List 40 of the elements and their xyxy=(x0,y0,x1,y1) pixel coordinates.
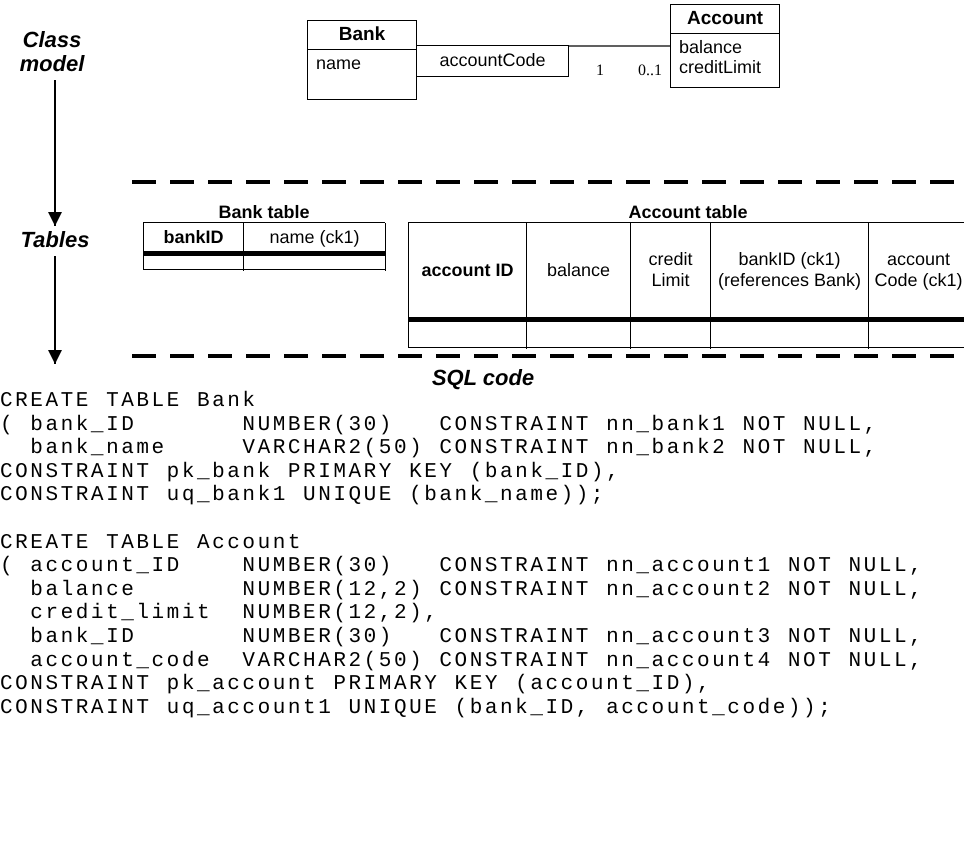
code-line: CREATE TABLE Bank xyxy=(0,390,258,414)
code-line: bank_ID NUMBER(30) CONSTRAINT nn_account3 NOT NULL, xyxy=(29,626,924,650)
attribute-text: name xyxy=(316,53,362,73)
table-drawing xyxy=(143,202,385,268)
column-header: bankID xyxy=(144,223,244,251)
code-line: CONSTRAINT pk_bank PRIMARY KEY (bank_ID), xyxy=(0,460,622,484)
multiplicity-label: 1 xyxy=(596,62,604,80)
code-line: CONSTRAINT uq_bank1 UNIQUE (bank_name)); xyxy=(0,484,606,508)
arrow xyxy=(48,80,62,226)
code-line: CREATE TABLE Account xyxy=(0,532,304,556)
code-line: CONSTRAINT uq_account1 UNIQUE (bank_ID, account_code)); xyxy=(0,696,834,720)
arrow xyxy=(48,256,62,364)
section-label: Class model xyxy=(12,28,92,78)
code-line: balance NUMBER(12,2) CONSTRAINT nn_account2 NOT NULL, xyxy=(29,578,924,602)
class-box xyxy=(307,20,417,100)
multiplicity-label: 0..1 xyxy=(638,62,662,80)
section-label: Tables xyxy=(18,228,92,254)
column-header: account Code (ck1) xyxy=(869,223,964,317)
code-line: credit_limit NUMBER(12,2), xyxy=(29,602,440,626)
code-line: account_code VARCHAR2(50) CONSTRAINT nn_account4 NOT NULL, xyxy=(29,650,924,674)
code-line: bank_name VARCHAR2(50) CONSTRAINT nn_bank2 NOT NULL, xyxy=(29,437,879,461)
code-line: CONSTRAINT pk_account PRIMARY KEY (account_ID), xyxy=(0,673,712,697)
column-header: bankID (ck1) (references Bank) xyxy=(711,223,869,317)
class-box xyxy=(670,4,780,88)
column-header: name (ck1) xyxy=(244,223,386,251)
table-heading: Account table xyxy=(627,202,748,224)
code-line: ( account_ID NUMBER(30) CONSTRAINT nn_account1 NOT NULL, xyxy=(0,555,924,579)
table-drawing xyxy=(408,202,964,352)
attribute-text: creditLimit xyxy=(679,57,762,77)
column-header: balance xyxy=(527,223,631,317)
attribute-text: balance xyxy=(679,37,744,57)
class-name: Account xyxy=(671,5,779,34)
code-line: ( bank_ID NUMBER(30) CONSTRAINT nn_bank1 NOT NULL, xyxy=(0,414,879,438)
column-header: credit Limit xyxy=(631,223,711,317)
class-name: Bank xyxy=(308,21,416,50)
table-heading: Bank table xyxy=(217,202,311,224)
column-header: account ID xyxy=(409,223,527,317)
association-line xyxy=(569,45,670,47)
section-heading: SQL code xyxy=(430,366,536,390)
qualifier-box: accountCode xyxy=(416,45,569,77)
